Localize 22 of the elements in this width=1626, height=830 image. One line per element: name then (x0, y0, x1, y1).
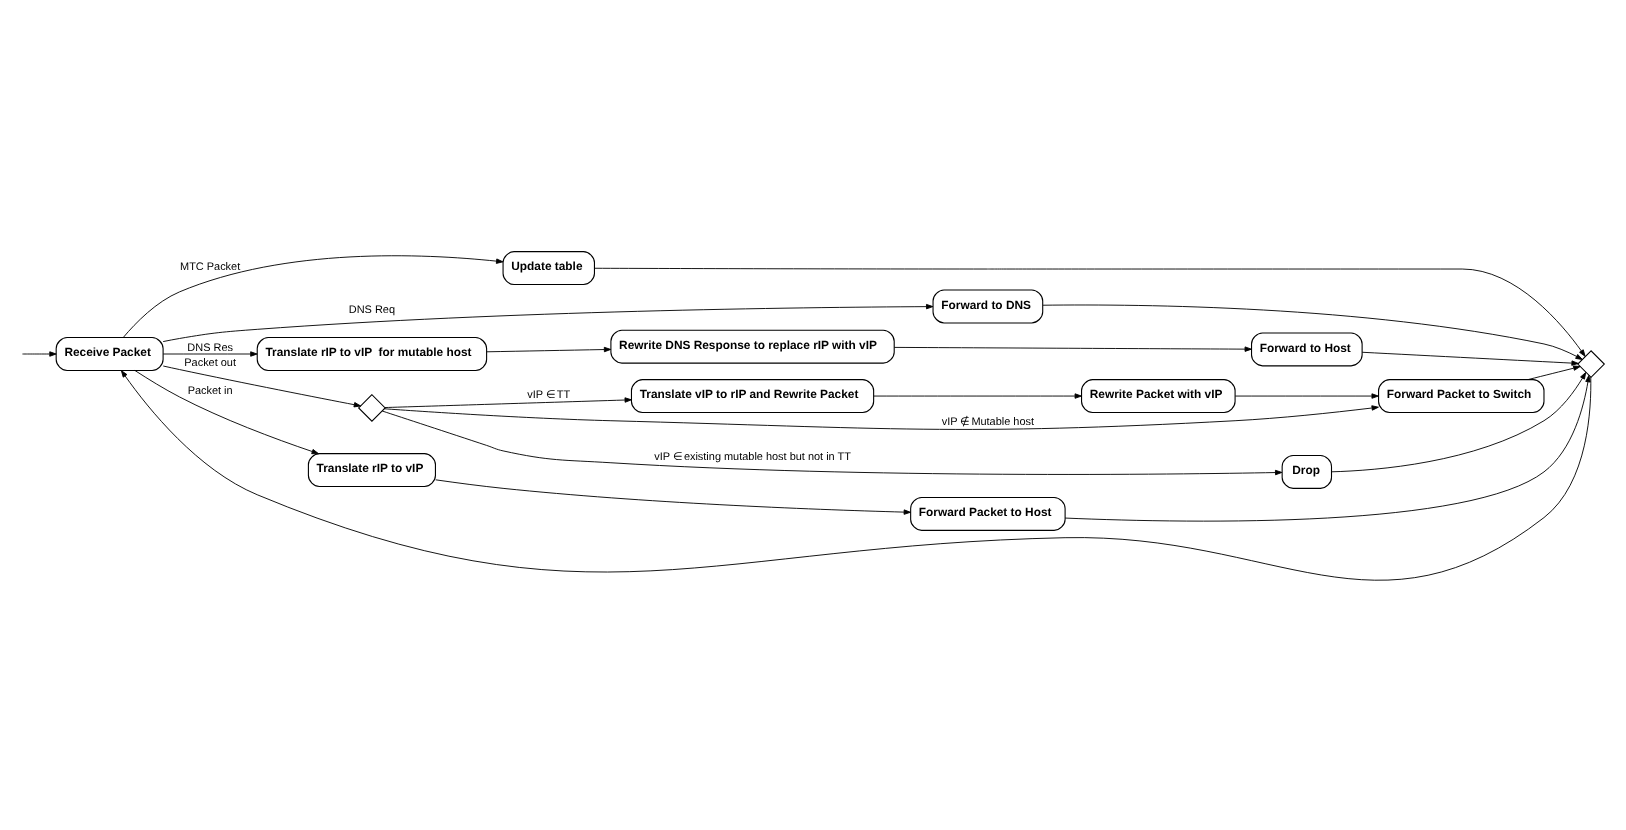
arrow (1527, 364, 1581, 380)
arrow (1234, 392, 1379, 398)
arrow (162, 302, 934, 341)
arrow (384, 396, 632, 407)
arrow (21, 350, 57, 356)
arrow (384, 404, 1379, 429)
arrow (162, 350, 258, 356)
arrow (1361, 350, 1579, 365)
arrow (162, 364, 362, 407)
arrow (873, 392, 1082, 398)
arrow (134, 369, 319, 454)
arrow (1064, 373, 1591, 521)
arrow (893, 345, 1252, 351)
arrow (486, 345, 612, 352)
arrow (1331, 371, 1587, 472)
arrow (1042, 303, 1583, 359)
node-diamond (357, 392, 386, 421)
arrow (122, 254, 504, 337)
arrow (435, 478, 911, 514)
arrow (120, 369, 1592, 580)
arrow (381, 409, 1283, 475)
arrow (594, 266, 1586, 356)
